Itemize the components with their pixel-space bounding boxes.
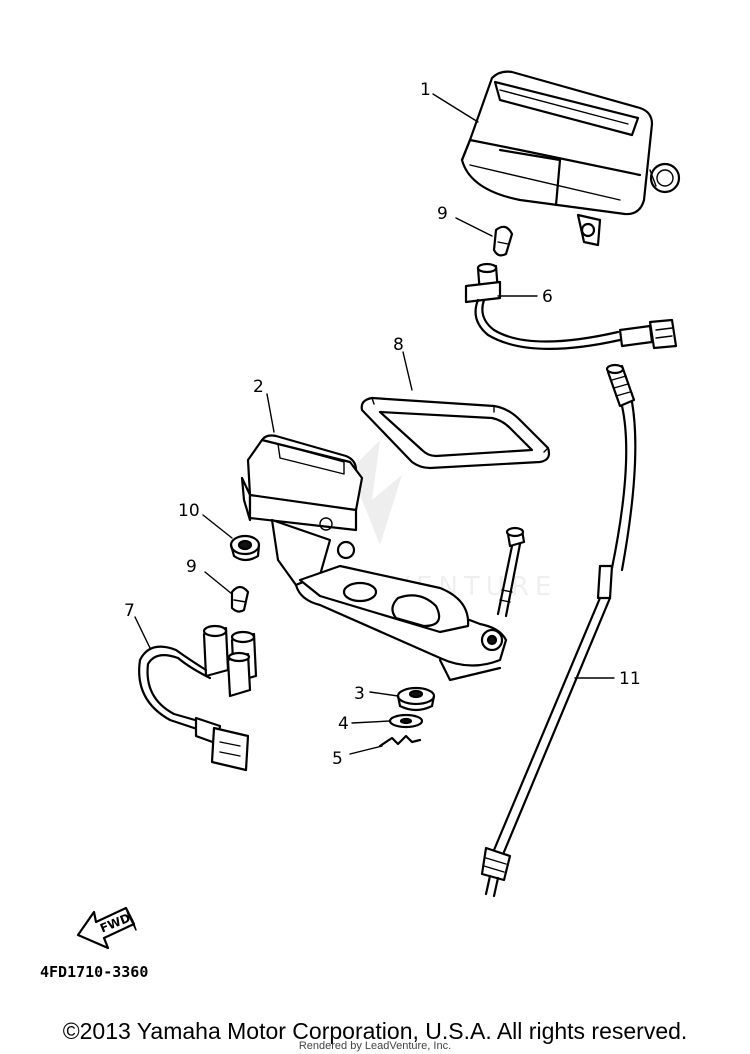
bulb-lower — [230, 585, 250, 613]
speedometer-cable — [480, 363, 637, 898]
meter-cover-gasket — [360, 396, 551, 470]
callout-10: 10 — [178, 501, 200, 521]
callout-5: 5 — [332, 749, 343, 769]
callout-2: 2 — [253, 377, 264, 397]
callout-4: 4 — [338, 714, 349, 734]
callout-1: 1 — [420, 80, 431, 100]
copyright-notice: ©2013 Yamaha Motor Corporation, U.S.A. A… — [62, 1018, 688, 1044]
leader-lines — [134, 93, 615, 755]
callout-6: 6 — [542, 287, 553, 307]
grommet — [229, 534, 261, 562]
washer — [388, 713, 424, 729]
callout-3: 3 — [354, 684, 365, 704]
bulb-upper — [492, 225, 514, 257]
damper — [396, 686, 436, 712]
callout-numbers: 1 2 3 4 5 6 7 8 9 9 10 11 — [124, 80, 641, 769]
meter-assembly — [240, 434, 508, 682]
rendered-by-credit: Rendered by LeadVenture, Inc. — [298, 1040, 452, 1052]
meter-lead-harness — [138, 624, 258, 772]
speedometer-housing — [460, 70, 681, 247]
callout-11: 11 — [619, 669, 641, 689]
callout-8: 8 — [393, 335, 404, 355]
nut-clip — [378, 734, 422, 748]
fwd-arrow-icon: FWD — [76, 906, 137, 950]
callout-9-lower: 9 — [186, 557, 197, 577]
mounting-bolt — [496, 526, 526, 618]
callout-9-upper: 9 — [437, 204, 448, 224]
diagram-code: 4FD1710-3360 — [40, 963, 148, 981]
socket-cord — [464, 262, 678, 350]
callout-7: 7 — [124, 601, 135, 621]
